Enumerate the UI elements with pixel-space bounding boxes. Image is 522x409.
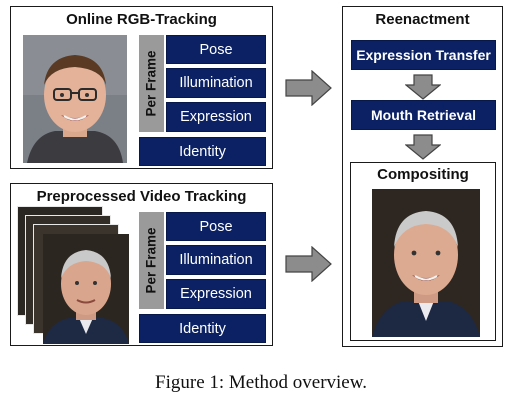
online-tracking-title: Online RGB-Tracking: [66, 11, 217, 28]
illumination-box: Illumination: [166, 245, 266, 275]
expression-box: Expression: [166, 279, 266, 309]
source-actor-photo: [23, 35, 127, 163]
reenactment-title: Reenactment: [375, 11, 470, 28]
identity-box: Identity: [139, 314, 266, 343]
preprocessed-tracking-title: Preprocessed Video Tracking: [36, 188, 247, 205]
expression-transfer-box: Expression Transfer: [351, 40, 496, 70]
figure-caption: Figure 1: Method overview.: [155, 372, 367, 393]
per-frame-bar: Per Frame: [139, 212, 164, 309]
arrow-right-icon: [285, 246, 332, 282]
preprocessed-tracking-panel: Preprocessed Video Tracking Per Frame Po…: [10, 183, 273, 346]
arrow-right-icon: [285, 70, 332, 106]
target-video-frames: [17, 206, 135, 344]
composited-output-photo: [372, 189, 480, 337]
per-frame-label: Per Frame: [144, 50, 160, 117]
per-frame-label: Per Frame: [144, 227, 160, 294]
online-tracking-panel: Online RGB-Tracking Per Frame Pose Illum…: [10, 6, 273, 169]
per-frame-bar: Per Frame: [139, 35, 164, 132]
identity-box: Identity: [139, 137, 266, 166]
arrow-down-icon: [405, 74, 441, 100]
compositing-title: Compositing: [377, 166, 469, 183]
target-actor-photo: [43, 234, 129, 344]
reenactment-panel: Reenactment Expression Transfer Mouth Re…: [342, 6, 503, 347]
arrow-down-icon: [405, 134, 441, 160]
compositing-panel: Compositing: [350, 162, 496, 341]
expression-box: Expression: [166, 102, 266, 132]
mouth-retrieval-box: Mouth Retrieval: [351, 100, 496, 130]
pose-box: Pose: [166, 35, 266, 64]
pose-box: Pose: [166, 212, 266, 241]
illumination-box: Illumination: [166, 68, 266, 98]
